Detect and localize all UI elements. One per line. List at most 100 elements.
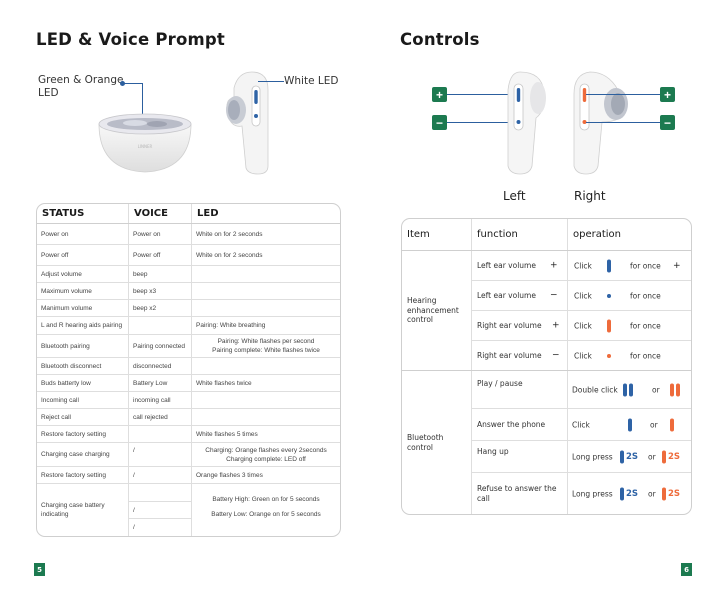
minus-button-left: − xyxy=(432,115,447,130)
op-suffix: for once xyxy=(630,351,661,360)
function-cell: Left ear volume − xyxy=(472,281,568,310)
table-row: Play / pause Double click or xyxy=(472,371,691,409)
status-cell: Power off xyxy=(37,245,129,265)
led-line: Battery High: Green on for 5 seconds xyxy=(212,496,320,503)
blue-long-bar-icon xyxy=(628,418,632,431)
orange-long-bar-icon xyxy=(662,487,666,500)
voice-cell: Power off xyxy=(129,245,192,265)
table-row: Incoming call incoming call xyxy=(37,392,340,409)
led-cell: Pairing: White flashes per second Pairin… xyxy=(192,335,340,357)
voice-cell: incoming call xyxy=(129,392,192,408)
op-or: or xyxy=(648,489,656,498)
status-cell: Bluetooth disconnect xyxy=(37,358,129,374)
header-voice: VOICE xyxy=(129,204,192,223)
function-cell: Right ear volume + xyxy=(472,311,568,340)
table-row: Right ear volume + Click for once xyxy=(472,311,691,341)
status-cell: Maximum volume xyxy=(37,283,129,299)
table-row: Restore factory setting White flashes 5 … xyxy=(37,426,340,443)
plus-sign: + xyxy=(550,259,558,270)
function-label: Right ear volume xyxy=(477,320,542,330)
voice-cell: Battery Low xyxy=(129,375,192,391)
led-cell: White on for 2 seconds xyxy=(196,251,263,259)
duration-label: 2S xyxy=(668,488,681,499)
voice-subcell: / xyxy=(133,524,135,532)
duration-label: 2S xyxy=(626,488,639,499)
pointer-line xyxy=(586,94,660,95)
voice-cell: beep x3 xyxy=(129,283,192,299)
table-row: Hang up Long press 2S or 2S xyxy=(472,441,691,473)
voice-cell xyxy=(129,426,192,442)
minus-sign: − xyxy=(552,349,560,360)
voice-cell: / / xyxy=(129,484,192,536)
white-led-callout: White LED xyxy=(284,75,339,87)
table-row: Power on Power on White on for 2 seconds xyxy=(37,224,340,245)
plus-sign: + xyxy=(673,260,681,271)
table-row: Restore factory setting / Orange flashes… xyxy=(37,467,340,484)
function-cell: Hang up xyxy=(472,441,568,472)
orange-long-bar-icon xyxy=(662,450,666,463)
right-earbud-label: Right xyxy=(574,189,606,203)
function-cell: Play / pause xyxy=(472,371,568,408)
voice-cell: beep x2 xyxy=(129,300,192,316)
blue-long-bar-icon xyxy=(620,487,624,500)
status-cell: Bluetooth pairing xyxy=(37,335,129,357)
table-row: Charging case charging / Charging: Orang… xyxy=(37,443,340,467)
minus-button-right: − xyxy=(660,115,675,130)
table-row: Buds batterty low Battery Low White flas… xyxy=(37,375,340,392)
table-row: Bluetooth pairing Pairing connected Pair… xyxy=(37,335,340,358)
operation-cell: Click for once xyxy=(568,281,691,310)
blue-long-bar-icon xyxy=(629,383,633,396)
operation-cell: Click for once + xyxy=(568,251,691,280)
function-label: Left ear volume xyxy=(477,260,536,270)
pointer-line xyxy=(586,122,660,123)
table-row: Left ear volume + Click for once + xyxy=(472,251,691,281)
table-row: Reject call call rejected xyxy=(37,409,340,426)
table-row: Power off Power off White on for 2 secon… xyxy=(37,245,340,266)
operation-cell: Click for once xyxy=(568,311,691,340)
table-row: L and R hearing aids pairing Pairing: Wh… xyxy=(37,317,340,335)
group-hearing: Hearing enhancement control Left ear vol… xyxy=(402,251,691,371)
blue-long-bar-icon xyxy=(620,450,624,463)
voice-cell: beep xyxy=(129,266,192,282)
function-cell: Right ear volume − xyxy=(472,341,568,370)
voice-cell xyxy=(129,317,192,334)
left-earbud-image xyxy=(507,71,546,175)
orange-long-bar-icon xyxy=(676,383,680,396)
plus-button-right: + xyxy=(660,87,675,102)
op-action: Click xyxy=(574,321,592,330)
status-cell: L and R hearing aids pairing xyxy=(37,317,129,334)
table-header: STATUS VOICE LED xyxy=(37,204,340,224)
status-cell: Adjust volume xyxy=(37,266,129,282)
table-row: Adjust volume beep xyxy=(37,266,340,283)
voice-subcell xyxy=(129,484,191,502)
led-cell: White flashes twice xyxy=(196,379,252,387)
function-label: Right ear volume xyxy=(477,350,542,360)
status-cell: Power on xyxy=(37,224,129,244)
voice-subcell: / xyxy=(129,502,191,520)
operation-cell: Long press 2S or 2S xyxy=(568,441,691,472)
led-cell xyxy=(192,392,340,408)
orange-long-bar-icon xyxy=(607,319,611,332)
status-cell: Charging case battery indicating xyxy=(37,484,129,536)
table-row: Manimum volume beep x2 xyxy=(37,300,340,317)
header-status: STATUS xyxy=(37,204,129,223)
callout-line xyxy=(142,83,143,131)
voice-cell: disconnected xyxy=(129,358,192,374)
blue-long-bar-icon xyxy=(607,259,611,272)
duration-label: 2S xyxy=(668,451,681,462)
group-name: Hearing enhancement control xyxy=(402,251,472,370)
group-bluetooth: Bluetooth control Play / pause Double cl… xyxy=(402,371,691,514)
status-cell: Reject call xyxy=(37,409,129,425)
led-line: Pairing complete: White flashes twice xyxy=(212,347,320,354)
status-cell: Manimum volume xyxy=(37,300,129,316)
led-line: Charging: Orange flashes every 2seconds xyxy=(205,446,327,454)
op-action: Click xyxy=(574,291,592,300)
led-cell xyxy=(192,266,340,282)
led-cell xyxy=(192,409,340,425)
page-number-right: 6 xyxy=(681,563,692,576)
function-cell: Answer the phone xyxy=(472,409,568,440)
callout-line xyxy=(122,83,142,84)
voice-cell: Pairing connected xyxy=(129,335,192,357)
orange-long-bar-icon xyxy=(670,418,674,431)
operation-cell: Long press 2S or 2S xyxy=(568,473,691,514)
